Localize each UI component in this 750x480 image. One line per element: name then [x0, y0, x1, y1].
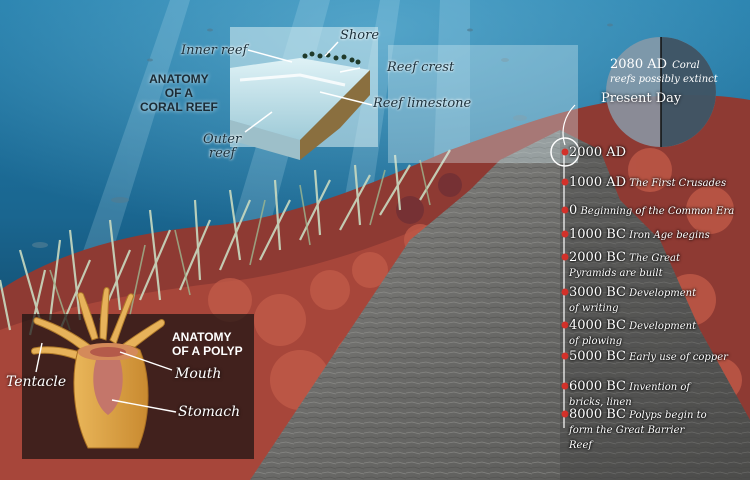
timeline-event: Early use of copper: [625, 352, 728, 363]
timeline-year: 1000 AD: [569, 175, 627, 190]
timeline-year: 0: [569, 203, 578, 218]
timeline-event: The Great Pyramids are built: [569, 253, 681, 279]
polyp-anatomy-diagram: [22, 287, 254, 459]
timeline-entry: 2000 AD: [569, 145, 750, 159]
timeline-year: 2000 AD: [569, 145, 627, 160]
label-mouth: Mouth: [175, 366, 222, 382]
timeline-entry: 2000 BC The Great Pyramids are built: [569, 250, 709, 280]
label-tentacle: Tentacle: [6, 374, 67, 390]
timeline-event: Development of writing: [569, 288, 697, 314]
timeline-entry: 3000 BC Development of writing: [569, 285, 709, 315]
timeline-entry: 1000 AD The First Crusades: [569, 175, 750, 190]
reef-anatomy-title: ANATOMY OF A CORAL REEF: [140, 72, 218, 114]
timeline-event: Invention of bricks, linen: [569, 382, 691, 408]
timeline-year: 3000 BC: [569, 285, 626, 300]
future-note: 2080 AD Coral reefs possibly extinct: [610, 56, 718, 87]
timeline-year: 8000 BC: [569, 407, 626, 422]
label-inner-reef: Inner reef: [181, 43, 248, 58]
timeline-event: Iron Age begins: [625, 230, 710, 241]
future-note-line1: Coral: [672, 60, 700, 71]
future-note-line2: reefs possibly extinct: [610, 74, 718, 85]
label-stomach: Stomach: [178, 404, 241, 420]
timeline-year: 1000 BC: [569, 227, 626, 242]
timeline-entry: 5000 BC Early use of copper: [569, 349, 750, 364]
polyp-anatomy-title: ANATOMY OF A POLYP: [172, 330, 243, 358]
timeline-event: Development of plowing: [569, 321, 697, 347]
timeline-event: Polyps begin to form the Great Barrier R…: [569, 410, 707, 451]
present-day-label: Present Day: [601, 91, 682, 106]
timeline-entry: 6000 BC Invention of bricks, linen: [569, 379, 709, 409]
timeline-year: 4000 BC: [569, 318, 626, 333]
label-reef-limestone: Reef limestone: [373, 96, 472, 111]
label-reef-crest: Reef crest: [387, 60, 455, 75]
reef-anatomy-diagram: [230, 27, 578, 163]
timeline-event: The First Crusades: [626, 178, 727, 189]
future-year: 2080 AD: [610, 57, 668, 72]
timeline-year: 5000 BC: [569, 349, 626, 364]
label-shore: Shore: [340, 28, 380, 43]
label-outer-reef: Outer reef: [203, 132, 242, 161]
timeline-entry: 1000 BC Iron Age begins: [569, 227, 750, 242]
timeline-entry: 8000 BC Polyps begin to form the Great B…: [569, 407, 709, 452]
timeline-entry: 0 Beginning of the Common Era: [569, 203, 750, 218]
timeline-year: 2000 BC: [569, 250, 626, 265]
future-circle: [562, 37, 716, 147]
present-marker-ring: [550, 137, 580, 167]
timeline-event: Beginning of the Common Era: [577, 206, 735, 217]
timeline-entry: 4000 BC Development of plowing: [569, 318, 709, 348]
timeline-year: 6000 BC: [569, 379, 626, 394]
